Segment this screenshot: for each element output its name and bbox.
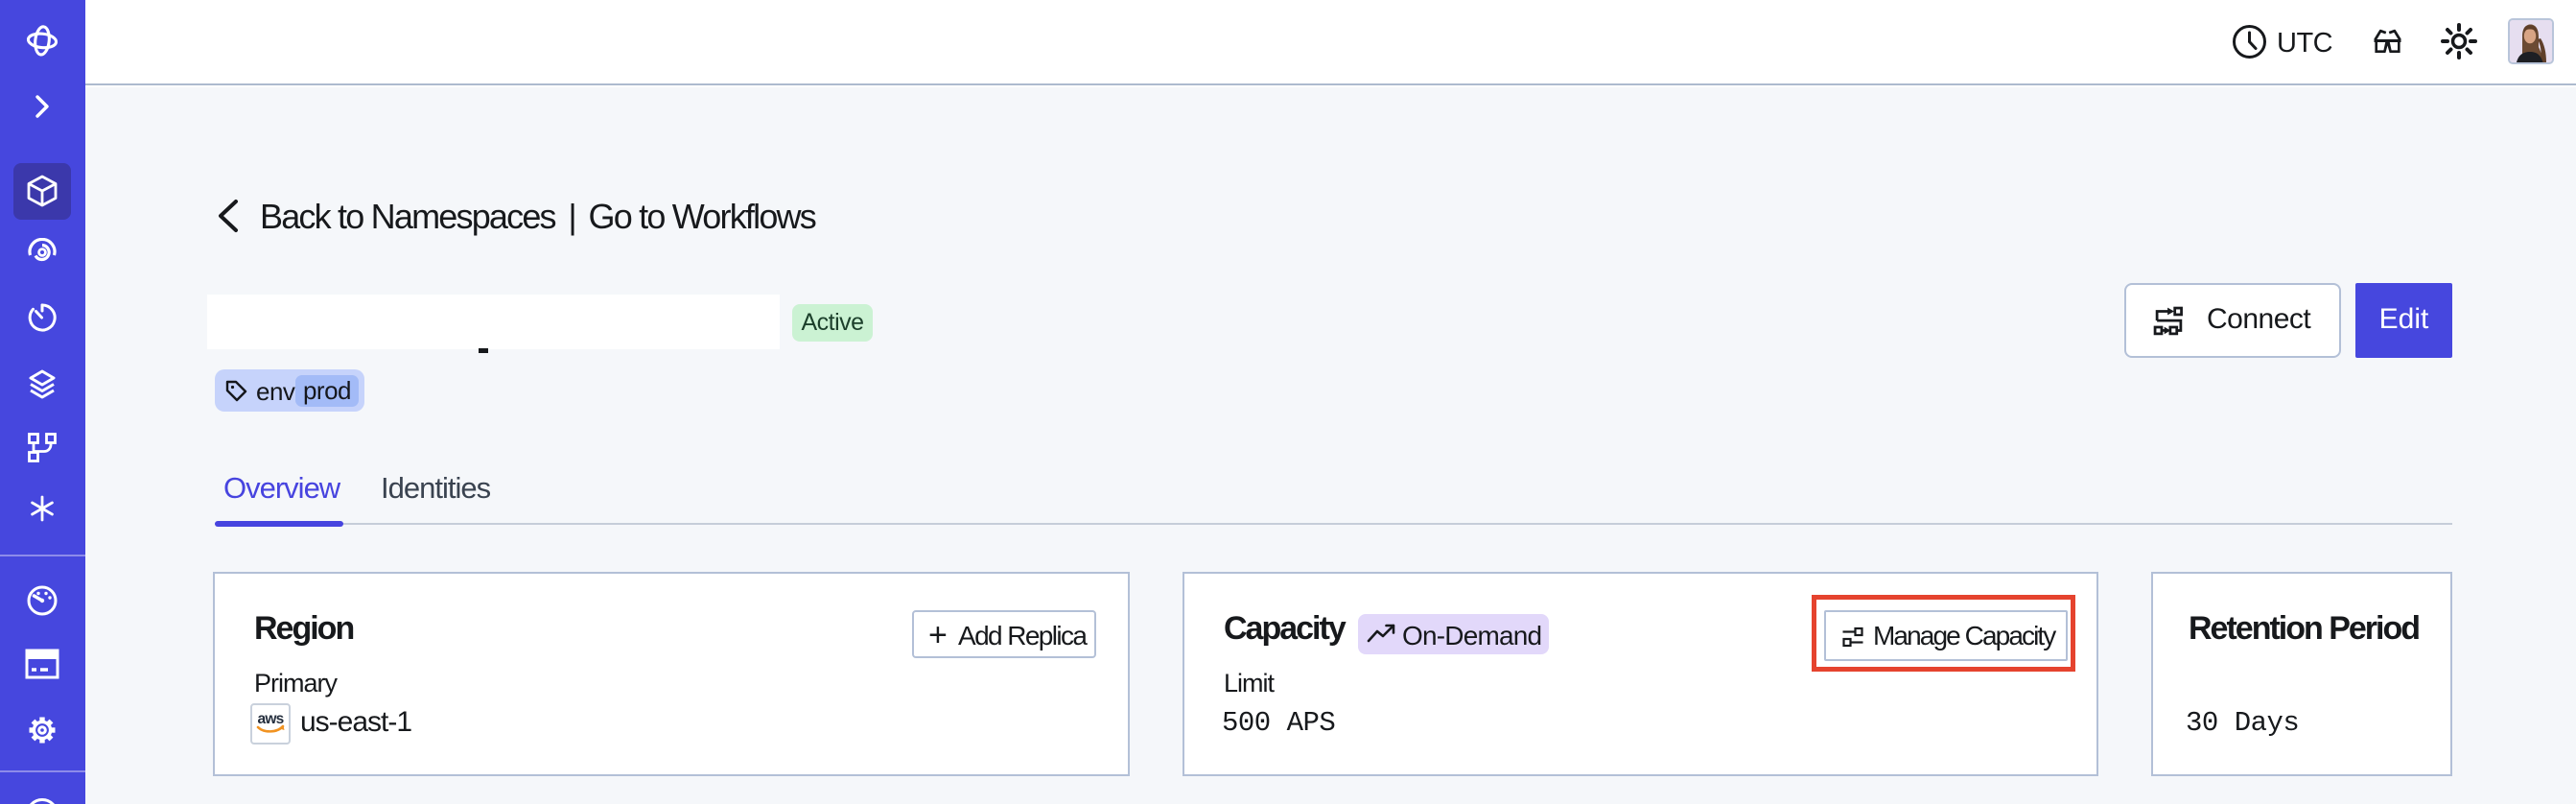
svg-text:aws: aws	[258, 711, 284, 727]
